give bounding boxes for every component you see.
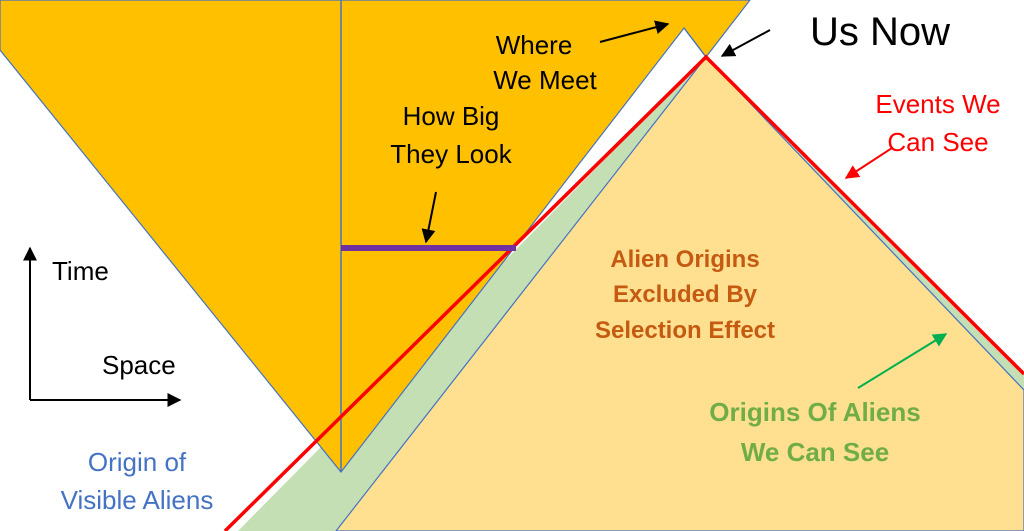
where-we-meet-arrow: [599, 20, 670, 43]
us-now-label: Us Now: [810, 10, 950, 54]
how-big-label-line2: They Look: [390, 139, 512, 169]
where-we-meet-label-line1: Where: [496, 30, 573, 60]
how-big-label-line1: How Big: [403, 101, 500, 131]
visible-origins-arrow: [857, 333, 948, 389]
visible-origins-label-line2: We Can See: [741, 437, 889, 467]
events-arrow: [844, 147, 893, 179]
origin-label-line1: Origin of: [88, 447, 187, 477]
visible-origins-label-line1: Origins Of Aliens: [709, 397, 920, 427]
space-axis-label: Space: [102, 350, 176, 380]
events-label-line1: Events We: [875, 89, 1000, 119]
excluded-label-line3: Selection Effect: [595, 317, 775, 344]
events-label-line2: Can See: [887, 127, 988, 157]
how-big-arrow: [421, 191, 437, 244]
meeting-notch-edge: [683, 27, 707, 58]
origin-label-line2: Visible Aliens: [61, 485, 214, 515]
excluded-label-line1: Alien Origins: [610, 246, 759, 273]
us-now-arrow: [720, 29, 771, 57]
time-axis-label: Time: [52, 256, 109, 286]
events-we-can-see-line: [223, 54, 1024, 531]
where-we-meet-label-line2: We Meet: [493, 65, 597, 95]
excluded-origins-region: [335, 56, 1024, 531]
excluded-label-line2: Excluded By: [613, 281, 758, 308]
